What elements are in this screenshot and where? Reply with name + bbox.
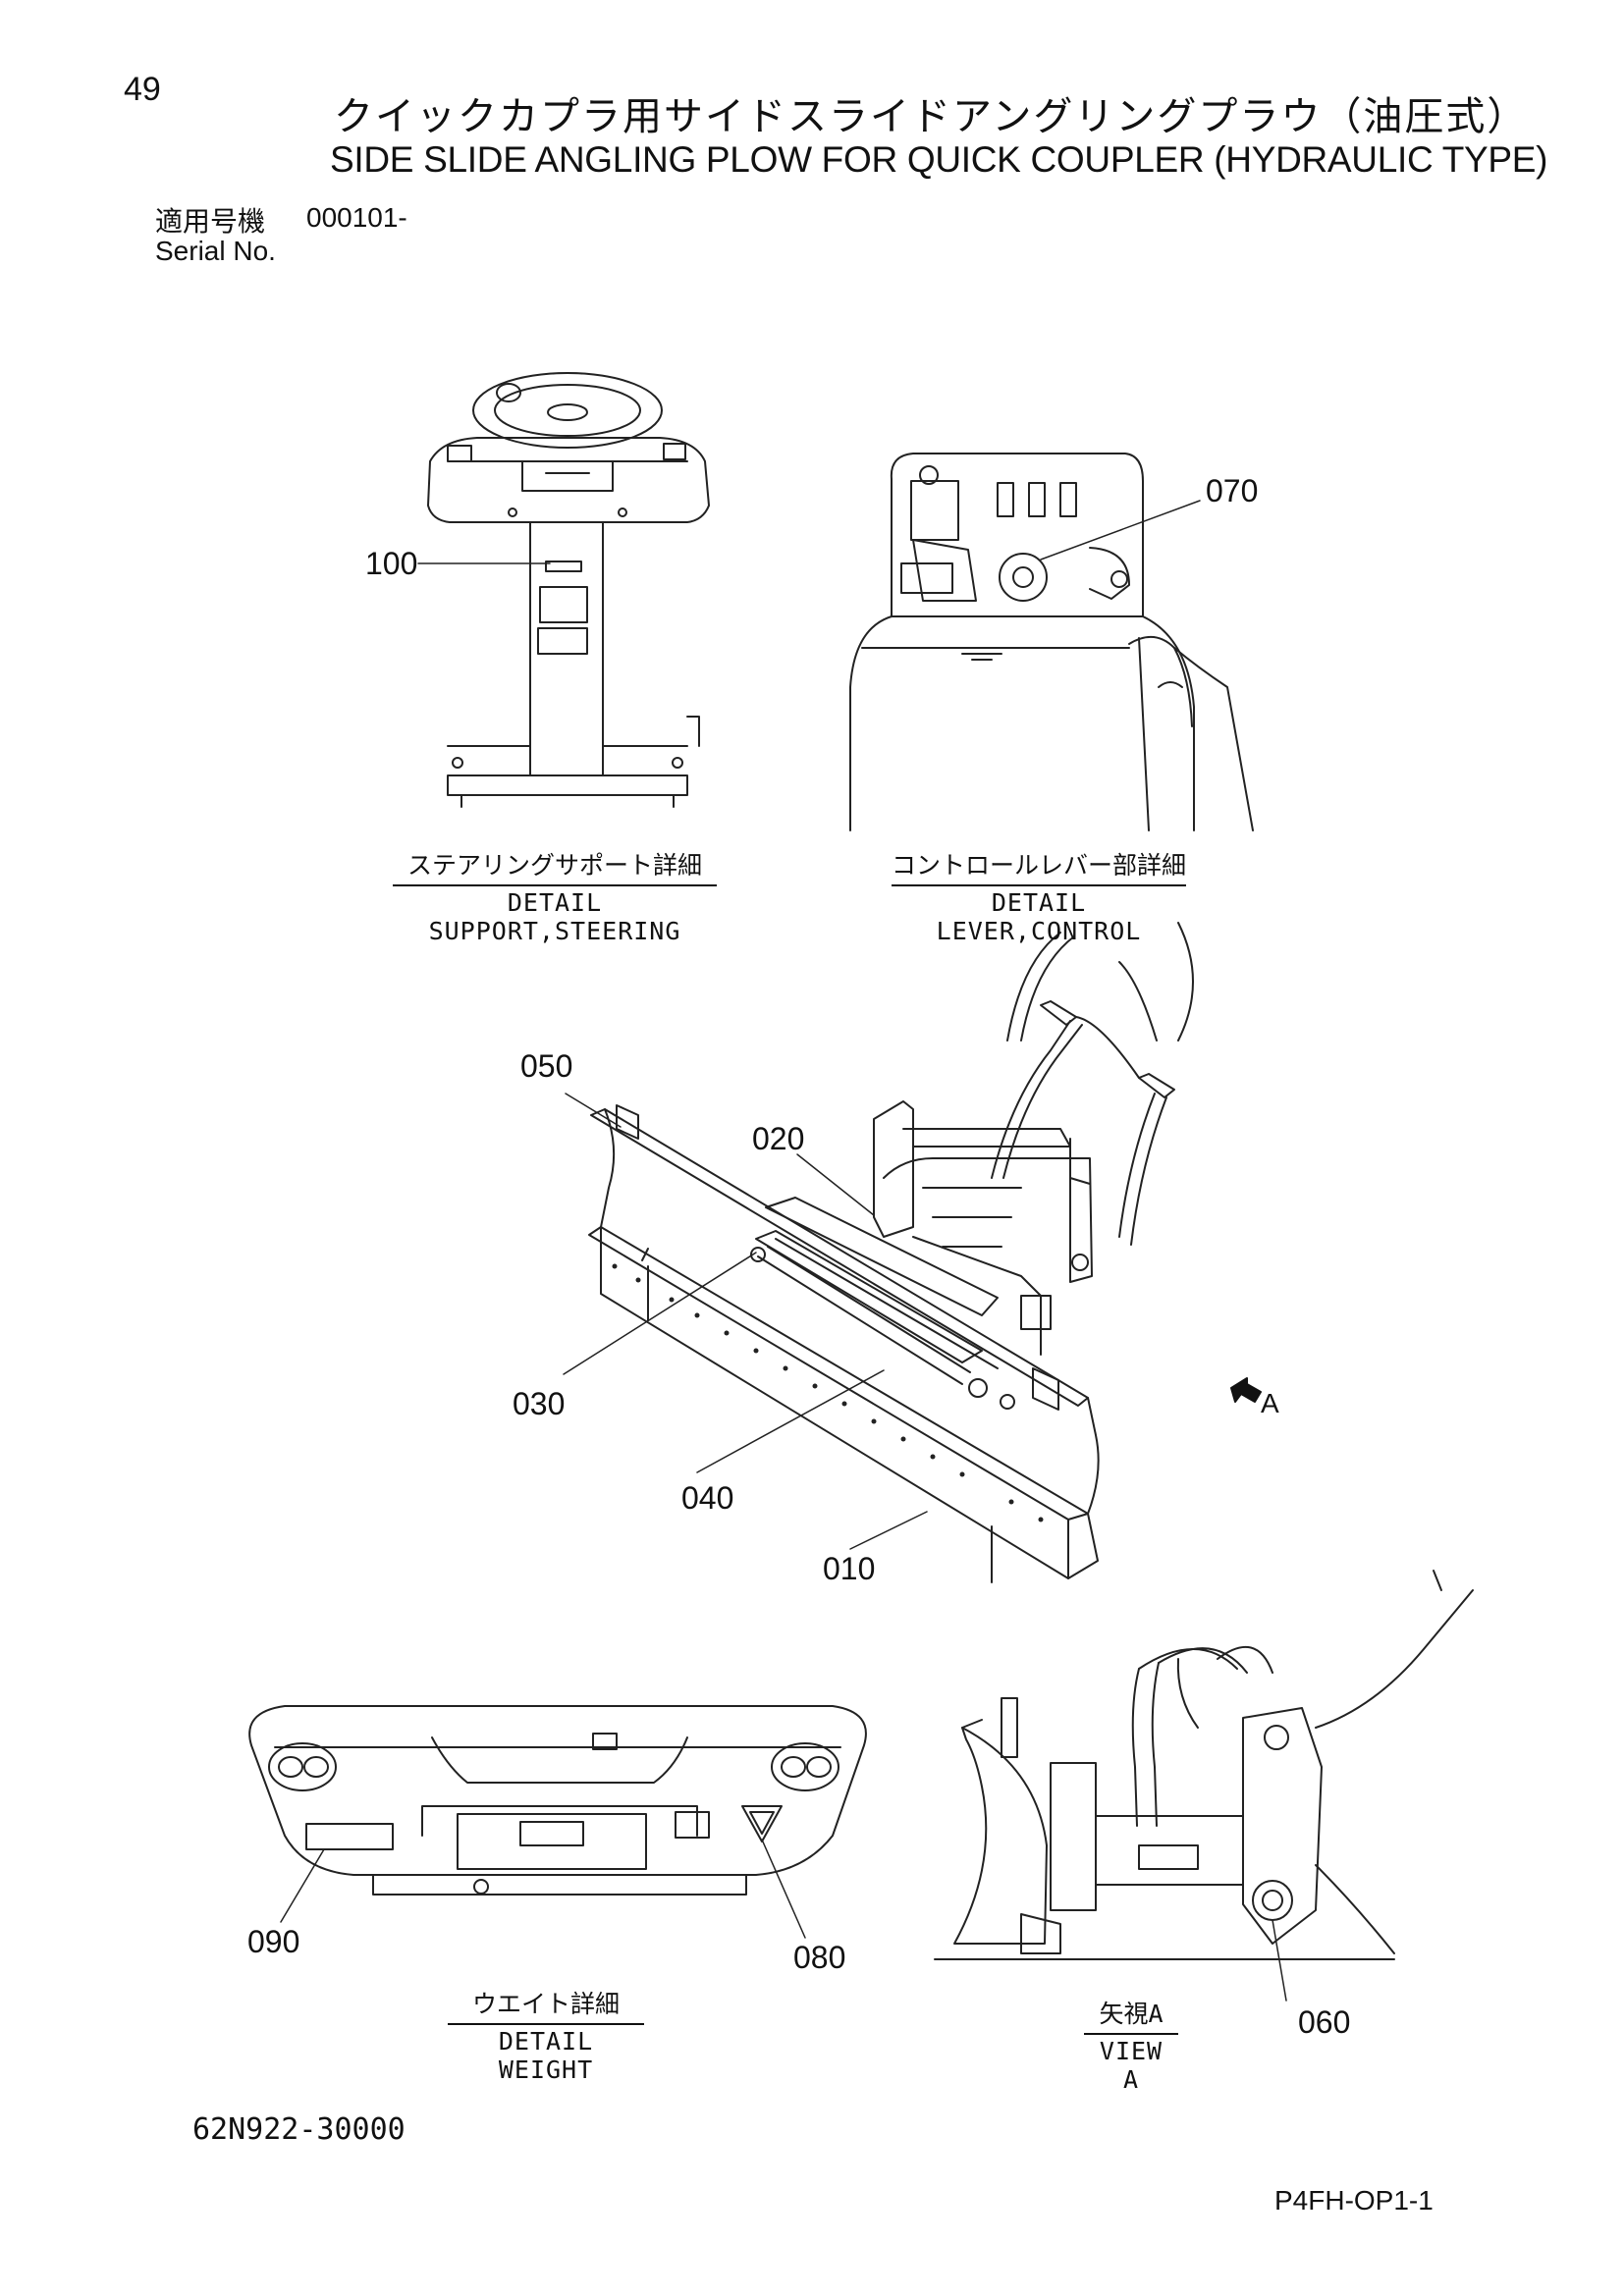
page-number: 49 xyxy=(124,71,161,108)
serial-label-jp: 適用号機 xyxy=(155,205,266,238)
caption-steering-jp: ステアリングサポート詳細 xyxy=(393,846,717,886)
page-title-jp: クイックカプラ用サイドスライドアングリングプラウ（油圧式） xyxy=(334,94,1529,139)
caption-weight: ウエイト詳細 DETAIL WEIGHT xyxy=(448,1985,644,2084)
callout-050: 050 xyxy=(520,1048,573,1084)
callout-040: 040 xyxy=(681,1480,734,1516)
serial-label-en: Serial No. xyxy=(155,236,276,266)
caption-steering-en: DETAIL SUPPORT,STEERING xyxy=(428,888,681,945)
serial-value: 000101- xyxy=(306,202,407,233)
steering-support-drawing xyxy=(427,372,710,808)
callout-100: 100 xyxy=(365,546,418,581)
caption-lever-en: DETAIL LEVER,CONTROL xyxy=(936,888,1142,945)
callout-090: 090 xyxy=(247,1924,300,1959)
callout-leaders xyxy=(280,500,1287,2002)
caption-view-a-en: VIEW A xyxy=(1099,2037,1164,2094)
callout-060: 060 xyxy=(1298,2004,1351,2040)
callout-020: 020 xyxy=(752,1121,805,1156)
caption-view-a: 矢視A VIEW A xyxy=(1084,1995,1178,2094)
caption-steering-support: ステアリングサポート詳細 DETAIL SUPPORT,STEERING xyxy=(393,846,717,945)
view-a-arrow-icon xyxy=(1230,1377,1262,1403)
view-a-marker-label: A xyxy=(1261,1388,1279,1418)
callout-010: 010 xyxy=(823,1551,876,1586)
caption-lever-jp: コントロールレバー部詳細 xyxy=(892,846,1186,886)
weight-drawing xyxy=(248,1705,867,1896)
view-a-drawing xyxy=(934,1570,1474,1960)
caption-view-a-jp: 矢視A xyxy=(1084,1995,1178,2035)
callout-030: 030 xyxy=(513,1386,566,1421)
document-number: 62N922-30000 xyxy=(192,2112,406,2147)
caption-control-lever: コントロールレバー部詳細 DETAIL LEVER,CONTROL xyxy=(892,846,1186,945)
caption-weight-en: DETAIL WEIGHT xyxy=(498,2027,594,2084)
page-reference: P4FH-OP1-1 xyxy=(1274,2185,1434,2216)
page-title-en: SIDE SLIDE ANGLING PLOW FOR QUICK COUPLE… xyxy=(330,139,1548,180)
control-lever-drawing xyxy=(849,453,1254,831)
callout-070: 070 xyxy=(1206,473,1259,508)
callout-080: 080 xyxy=(793,1940,846,1975)
caption-weight-jp: ウエイト詳細 xyxy=(448,1985,644,2025)
plow-assembly-drawing xyxy=(588,922,1194,1583)
